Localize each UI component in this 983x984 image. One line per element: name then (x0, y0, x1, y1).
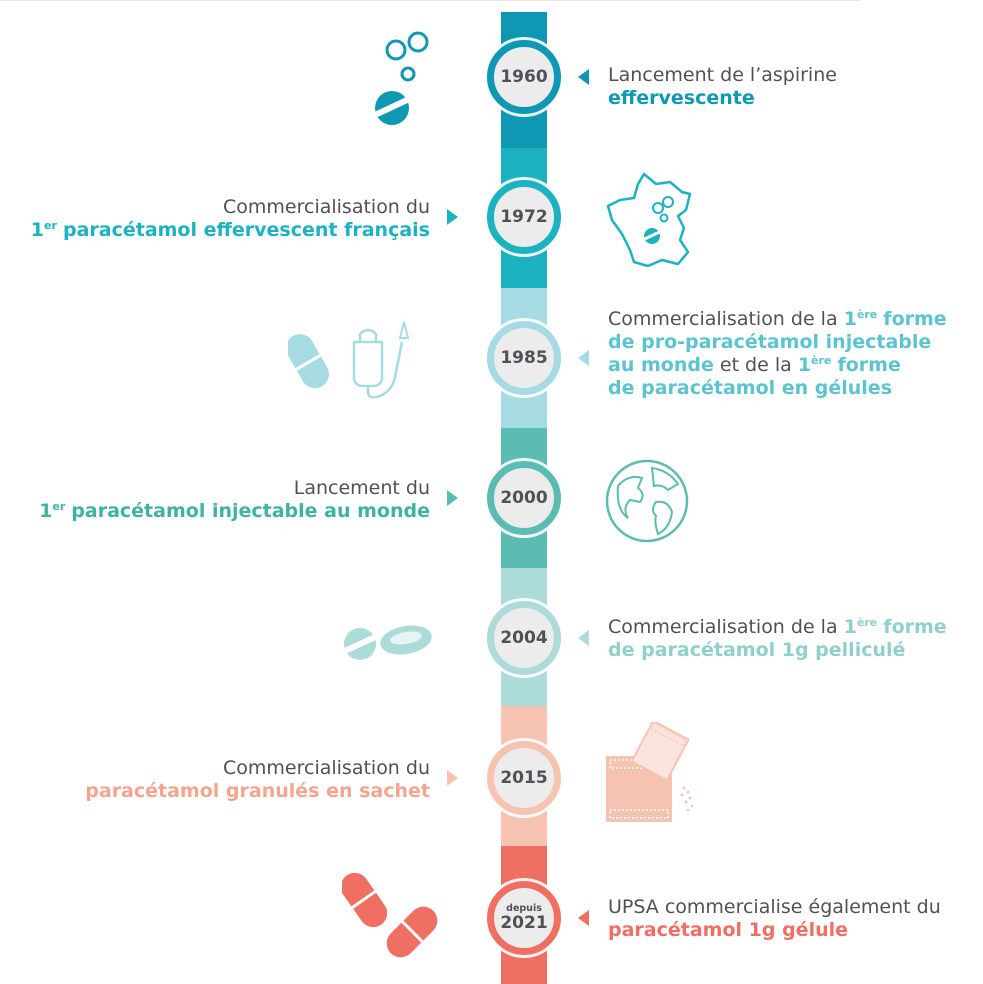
event-line: Commercialisation de la (608, 308, 838, 330)
pointer-2004 (578, 630, 589, 646)
pointer-2021 (578, 910, 589, 926)
coated-tablets-icon (343, 625, 432, 660)
event-highlight: paracétamol injectable au monde (71, 500, 430, 522)
event-highlight: forme (883, 308, 947, 330)
year-label: 1985 (500, 347, 548, 368)
event-highlight: paracétamol granulés en sachet (85, 780, 430, 802)
event-ordinal-sup: ère (811, 354, 832, 367)
event-ordinal: 1 (39, 500, 53, 522)
top-divider (0, 0, 860, 1)
event-text-1985: Commercialisation de la 1ère forme de pr… (608, 308, 983, 400)
event-text-2004: Commercialisation de la 1ère forme de pa… (608, 616, 983, 662)
year-label: 2000 (500, 487, 548, 508)
pointer-2000 (447, 490, 458, 506)
year-prefix: depuis (506, 902, 542, 914)
year-node-1985: 1985 (487, 321, 561, 395)
year-node-1960: 1960 (487, 40, 561, 114)
year-label: 2021 (500, 913, 548, 934)
event-text-1972: Commercialisation du 1er paracétamol eff… (10, 196, 430, 242)
event-ordinal: 1 (30, 219, 45, 241)
granules-sachet-icon (606, 722, 694, 822)
event-highlight: effervescente (608, 87, 755, 109)
year-label: 2015 (500, 767, 548, 788)
event-line: Commercialisation du (223, 196, 430, 218)
capsule-and-iv-bag-icon (288, 321, 410, 399)
event-line: Commercialisation du (223, 757, 430, 779)
event-highlight: de pro-paracétamol injectable (608, 331, 932, 353)
year-label: 2004 (500, 627, 548, 648)
event-ordinal-sup: er (44, 219, 57, 232)
event-highlight: au monde (608, 354, 714, 376)
event-highlight: de paracétamol en gélules (608, 377, 893, 399)
pointer-1985 (578, 350, 589, 366)
event-highlight: paracétamol 1g gélule (608, 919, 849, 941)
event-line: Lancement de l’aspirine (608, 64, 837, 86)
capsules-icon (342, 872, 438, 958)
event-ordinal-sup: ère (856, 616, 878, 629)
event-text-2021: UPSA commercialise également du paracéta… (608, 896, 983, 942)
event-ordinal: 1 (843, 616, 857, 638)
year-label: 1960 (500, 66, 548, 87)
event-highlight: paracétamol effervescent français (62, 219, 430, 241)
event-highlight: de paracétamol 1g pelliculé (608, 639, 906, 661)
event-line: UPSA commercialise également du (608, 896, 941, 918)
year-node-2004: 2004 (487, 601, 561, 675)
france-map-icon (606, 172, 692, 268)
event-text-2000: Lancement du 1er paracétamol injectable … (10, 477, 430, 523)
effervescent-tablet-bubbles-icon (374, 31, 429, 125)
event-ordinal-sup: er (52, 500, 66, 513)
event-highlight: forme (883, 616, 947, 638)
event-line: et de la (719, 354, 792, 376)
event-text-1960: Lancement de l’aspirine effervescente (608, 64, 978, 110)
pointer-2015 (447, 770, 458, 786)
year-node-2000: 2000 (487, 461, 561, 535)
event-text-2015: Commercialisation du paracétamol granulé… (10, 757, 430, 803)
pointer-1972 (447, 209, 458, 225)
year-node-2021: depuis 2021 (487, 881, 561, 955)
event-ordinal-sup: ère (856, 308, 878, 321)
globe-icon (605, 459, 689, 543)
event-line: Lancement du (293, 477, 430, 499)
year-node-2015: 2015 (487, 741, 561, 815)
year-label: 1972 (500, 206, 548, 227)
pointer-1960 (578, 69, 589, 85)
event-ordinal: 1 (797, 354, 812, 376)
year-node-1972: 1972 (487, 180, 561, 254)
event-ordinal: 1 (843, 308, 857, 330)
event-highlight: forme (837, 354, 901, 376)
event-line: Commercialisation de la (608, 616, 838, 638)
